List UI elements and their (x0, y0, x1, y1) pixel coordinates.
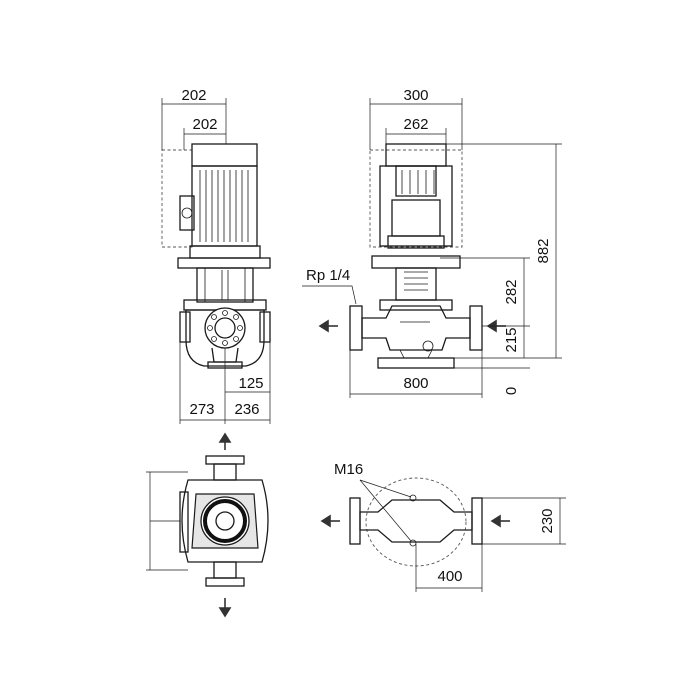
side-pump-body (361, 305, 471, 351)
side-base-plate (377, 357, 455, 369)
top-view-left-foot (179, 491, 189, 553)
bottom-view: M16 230 400 (320, 461, 566, 592)
top-view-seal-ring (203, 499, 247, 543)
label-bolt-size: M16 (334, 461, 363, 478)
front-left-foot (179, 311, 191, 343)
dim-front-width-outer: 202 (181, 87, 206, 104)
leader-bolt-bottom (359, 479, 412, 542)
side-motor-body (379, 165, 453, 247)
dim-side-height-axis: 215 (503, 327, 520, 352)
dim-side-width-outer: 300 (403, 87, 428, 104)
label-port-thread: Rp 1/4 (306, 267, 350, 284)
bottom-view-body (359, 499, 473, 543)
front-motor-cap (191, 143, 258, 167)
side-motor-fins (401, 170, 435, 194)
side-view: Rp 1/4 300 262 882 282 215 0 800 (302, 87, 562, 398)
side-pump-top-flange (379, 299, 453, 311)
leader-port-thread (302, 285, 357, 305)
top-view-housing (181, 479, 269, 563)
dim-front-offset: 125 (238, 375, 263, 392)
top-view-lower-flange (205, 577, 245, 587)
front-terminal-box (179, 195, 195, 231)
side-motor-collar (387, 235, 445, 249)
front-motor-envelope (161, 149, 193, 248)
top-view-shaft (215, 511, 235, 531)
top-view-upper-pipe (213, 463, 237, 481)
dim-side-length: 800 (403, 375, 428, 392)
top-view-upper-flange (205, 455, 245, 465)
side-terminal-box (395, 165, 437, 197)
side-drain-plug-icon (422, 340, 434, 352)
side-outlet-flange (469, 305, 483, 351)
side-motor-window (391, 199, 441, 237)
dim-side-width-inner: 262 (403, 116, 428, 133)
top-view-flow-arrow-down-icon (218, 598, 232, 618)
side-motor-cap (385, 143, 447, 167)
front-flange-bore (214, 317, 236, 339)
dim-side-height-base: 0 (503, 387, 520, 395)
top-view (146, 432, 269, 618)
bottom-view-bolt-top-icon (409, 494, 417, 502)
side-flow-arrow-left-icon (318, 319, 338, 333)
bottom-view-outlet-flange (471, 497, 483, 545)
front-right-foot (259, 311, 271, 343)
dim-front-right: 236 (234, 401, 259, 418)
front-motor-body (191, 165, 258, 247)
bottom-view-bolt-bottom-icon (409, 539, 417, 547)
dim-top-width: 400 (437, 568, 462, 585)
front-motor-flange (177, 257, 271, 269)
front-flange (204, 307, 246, 349)
side-inlet-flange (349, 305, 363, 351)
front-motor-fins (199, 170, 249, 242)
dim-side-height-upper: 282 (503, 279, 520, 304)
top-view-lower-pipe (213, 561, 237, 579)
dim-side-height-total: 882 (535, 238, 552, 263)
dim-front-left: 273 (189, 401, 214, 418)
front-motor-collar (189, 245, 261, 259)
front-pump-housing (185, 309, 265, 367)
top-view-flow-arrow-up-icon (218, 432, 232, 450)
side-motor-envelope (369, 149, 463, 248)
front-view: 202 202 125 273 236 (161, 87, 271, 424)
front-cable-gland-icon (181, 207, 193, 219)
front-coupling-lantern (196, 267, 254, 303)
leader-bolt-top (359, 479, 412, 498)
bottom-view-inlet-flange (349, 497, 361, 545)
dim-front-width-inner: 202 (192, 116, 217, 133)
top-view-outer-ring (200, 496, 250, 546)
bottom-view-flow-arrow-left-icon (320, 514, 340, 528)
dim-top-height: 230 (539, 508, 556, 533)
bottom-view-flow-arrow-right-icon (490, 514, 510, 528)
